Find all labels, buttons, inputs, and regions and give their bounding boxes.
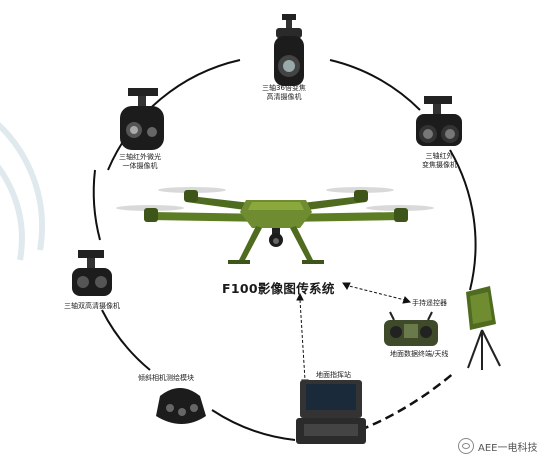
zoom-camera-label-line1: 三轴36倍变焦 [262,84,306,92]
ground-station-label: 地面指挥站 [316,371,351,380]
ir-zoom-label-line1: 三轴红外 [425,152,454,160]
drone-icon [116,187,434,264]
watermark-text: AEE一电科技 [478,442,538,454]
ir-lowlight-label-line1: 三轴红外微光 [119,153,161,161]
oblique-label-line1: 倾斜相机测绘模块 [138,374,194,382]
oblique-camera-icon [156,388,206,424]
remote-controller-icon [384,311,438,346]
data-links [296,282,456,432]
ground-station-label-line1: 地面指挥站 [316,371,351,379]
ir-zoom-label-line2: 变焦摄像机 [422,161,457,169]
ir-lowlight-label-line2: 一体摄像机 [122,162,158,170]
remote-label-line1: 手持遥控器 [412,299,447,307]
background-decoration [0,122,45,261]
dual-hd-camera-icon [72,250,112,296]
ground-station-icon [296,380,366,444]
watermark: AEE一电科技 [458,438,537,454]
zoom-camera-label: 三轴36倍变焦 高清摄像机 [262,84,306,102]
wechat-icon [458,438,474,454]
dual-hd-camera-label: 三轴双高清摄像机 [64,302,120,311]
data-terminal-label: 地面数据终端/天线 [390,350,448,359]
oblique-camera-label: 倾斜相机测绘模块 [138,374,194,383]
ir-zoom-camera-label: 三轴红外 变焦摄像机 [422,152,457,170]
zoom-camera-label-line2: 高清摄像机 [266,93,302,101]
system-ring [92,59,477,441]
ir-lowlight-camera-icon [120,88,164,150]
data-terminal-icon [466,286,501,370]
data-terminal-label-line1: 地面数据终端/天线 [390,350,449,358]
ir-lowlight-camera-label: 三轴红外微光 一体摄像机 [119,153,161,171]
remote-controller-label: 手持遥控器 [412,299,447,308]
ir-zoom-camera-icon [416,96,462,146]
dual-hd-label-line1: 三轴双高清摄像机 [64,302,120,310]
zoom-camera-icon [274,14,304,86]
system-title: F100影像图传系统 [222,281,335,296]
